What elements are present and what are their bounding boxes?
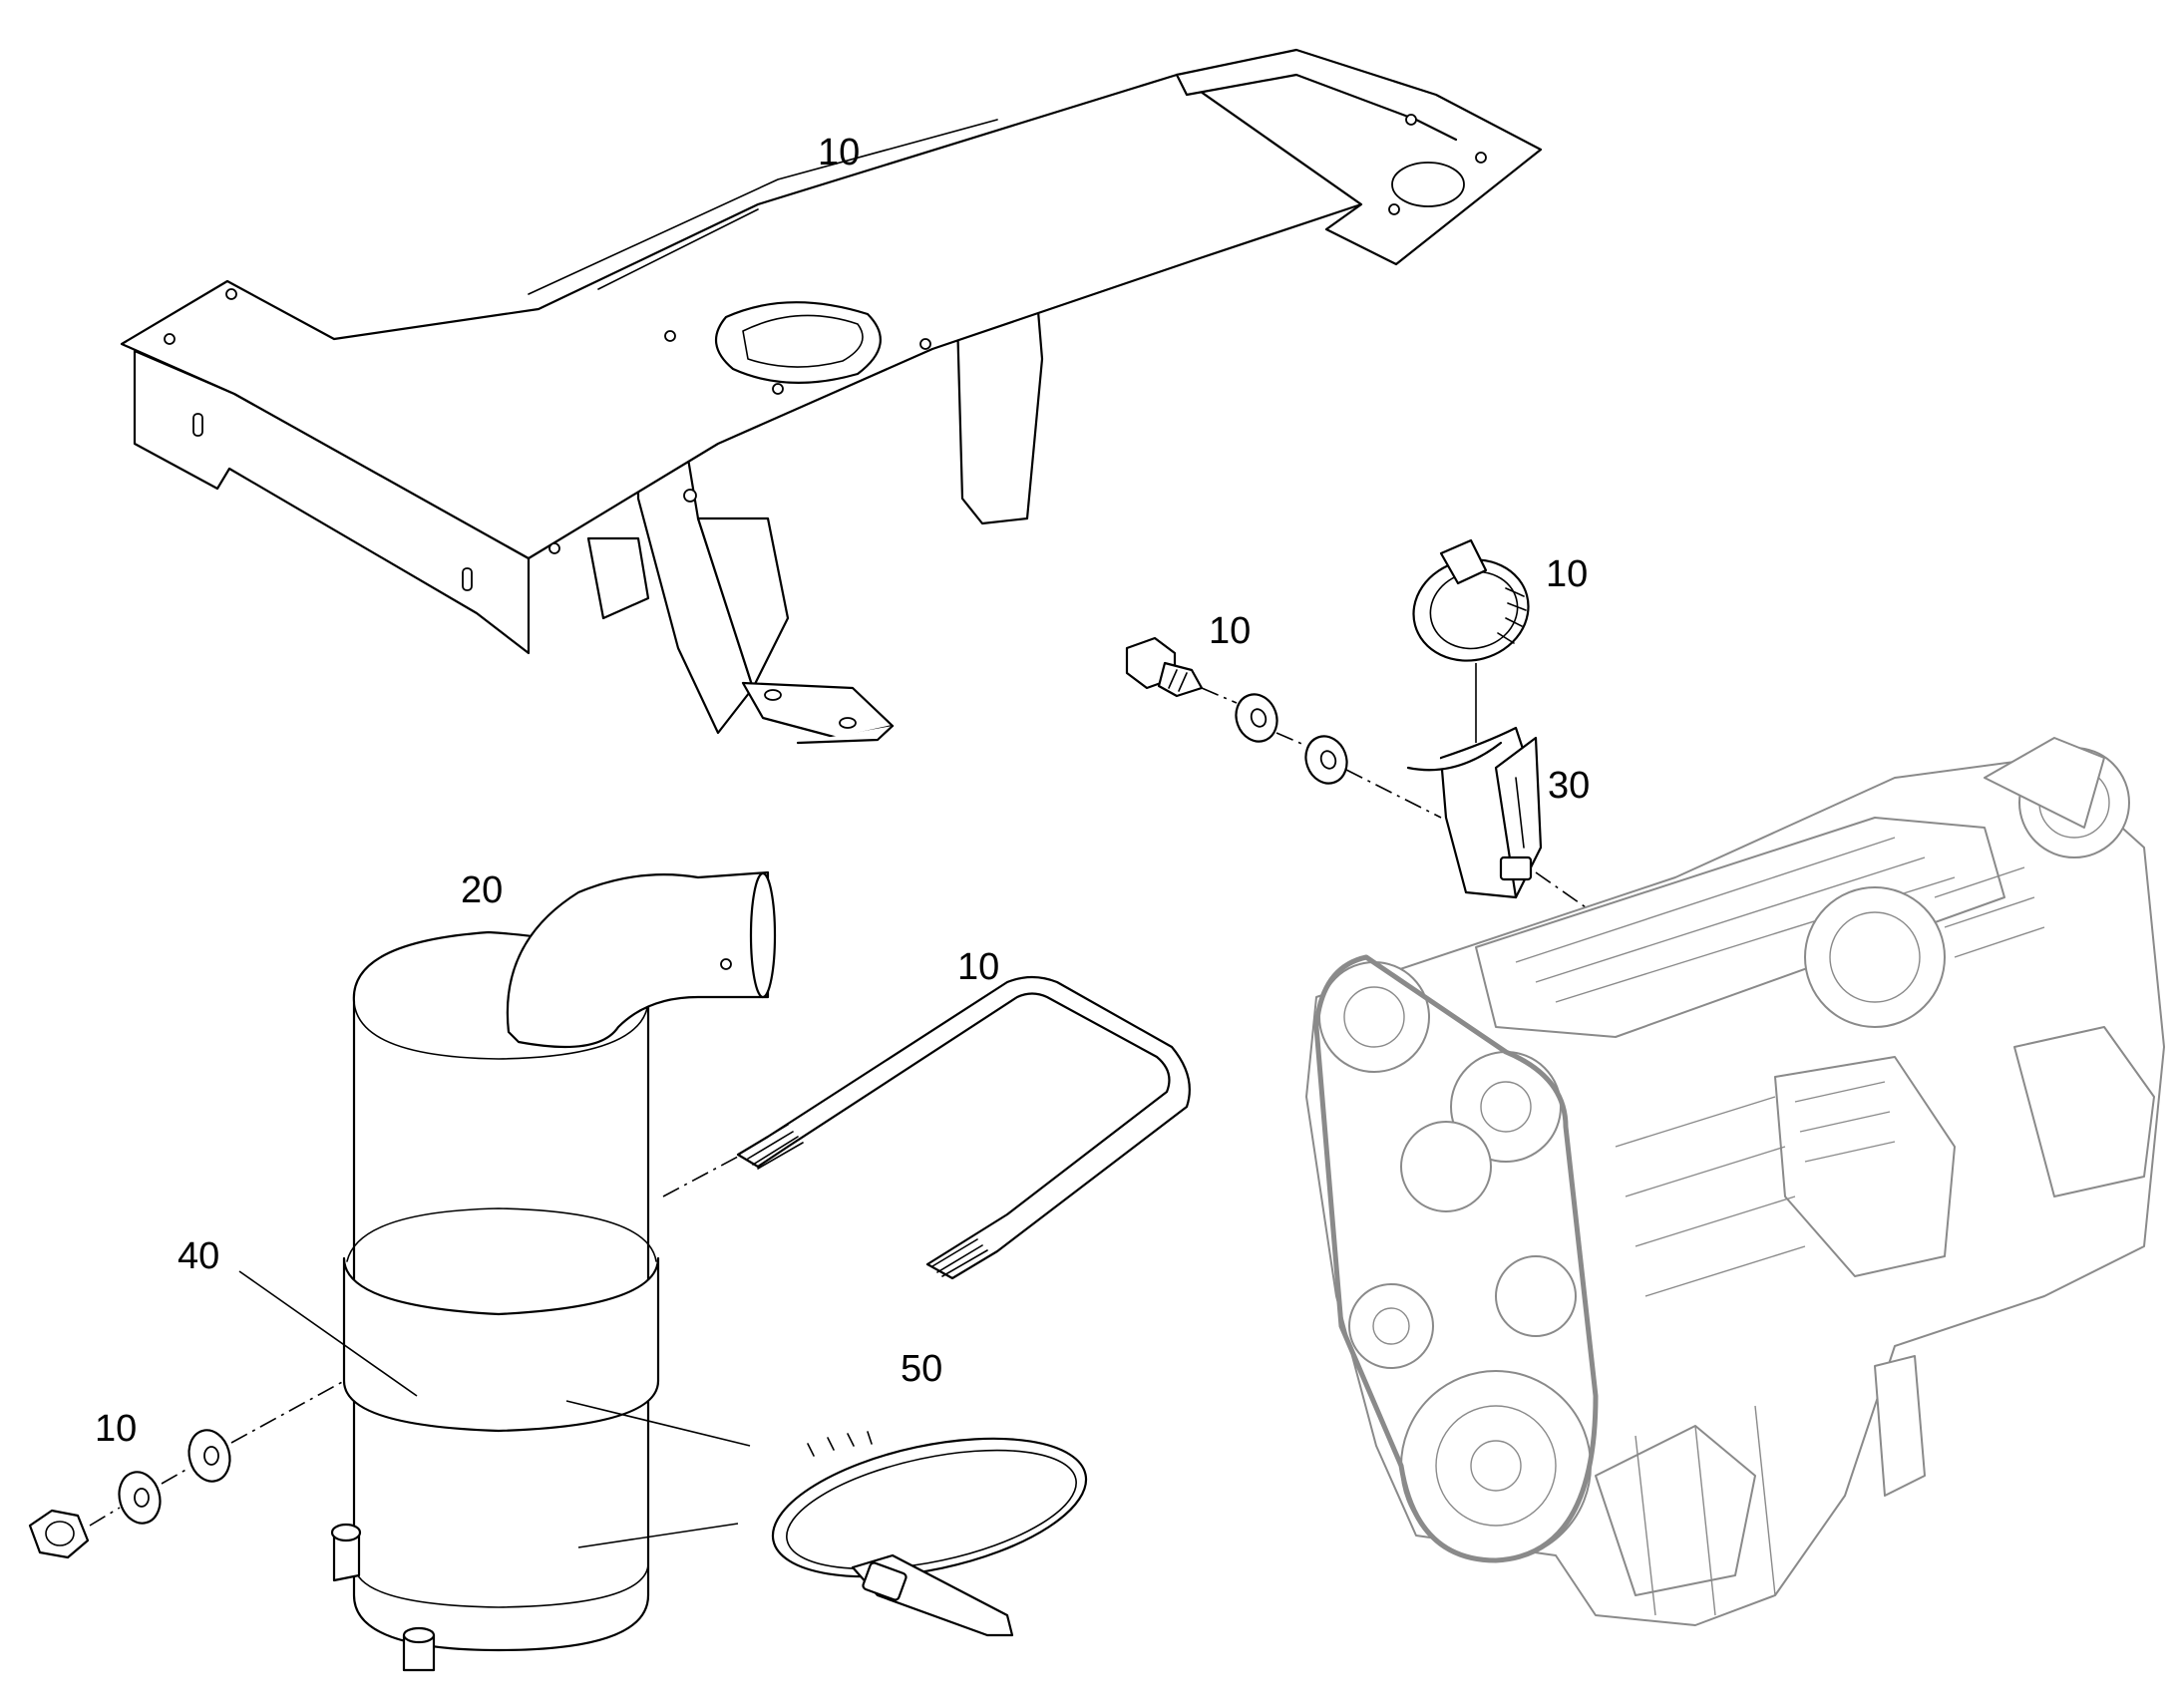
- strap-leader: [238, 1270, 418, 1397]
- nut-washers: [28, 1380, 345, 1559]
- support-bracket: [1406, 726, 1543, 899]
- callout-support-bracket: 30: [1548, 765, 1590, 807]
- bolt-assembly: [1125, 636, 1442, 819]
- callout-u-bolt: 10: [957, 946, 999, 988]
- ubolt-to-muffler-leader: [662, 1156, 739, 1197]
- hose-clamp-small: [1412, 538, 1530, 662]
- engine-reference: [1305, 737, 2165, 1626]
- bracket-frame: [120, 48, 1543, 745]
- callout-bracket-frame: 10: [818, 132, 860, 173]
- callout-hose-clamp-small: 10: [1546, 553, 1588, 595]
- callout-bolt: 10: [1209, 610, 1251, 652]
- callout-band-clamp: 50: [901, 1348, 942, 1390]
- muffler: [330, 870, 777, 1672]
- band-clamp-leader-upper: [565, 1400, 751, 1447]
- callout-nut-washers: 10: [95, 1408, 137, 1450]
- callout-muffler: 20: [461, 869, 503, 911]
- band-clamp: [771, 1431, 1088, 1637]
- u-bolt: [736, 975, 1191, 1280]
- bracket-to-engine-leader: [1535, 871, 1587, 908]
- callout-strap: 40: [178, 1235, 219, 1277]
- band-clamp-leader-lower: [577, 1523, 739, 1548]
